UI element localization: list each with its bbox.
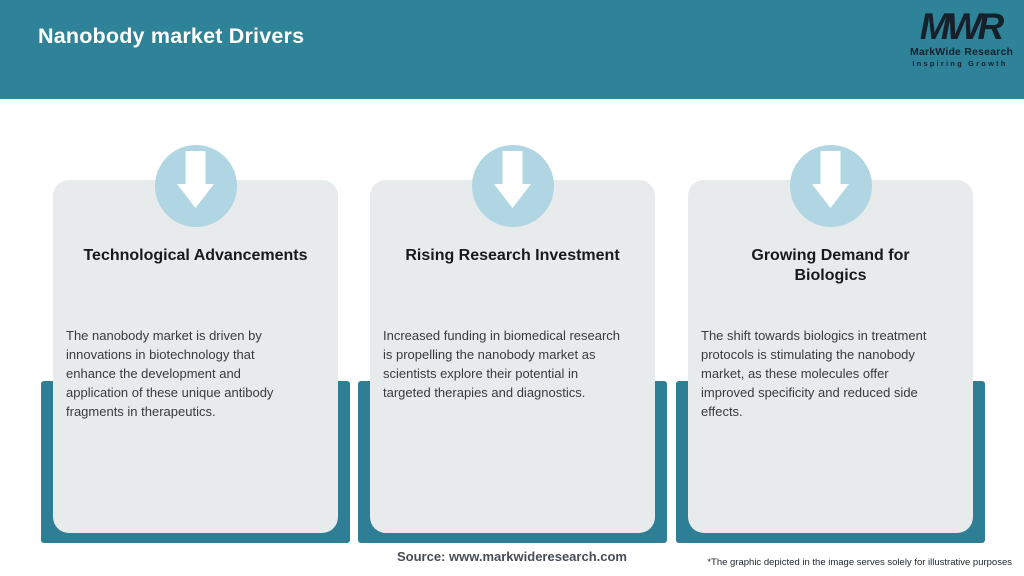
down-arrow-icon <box>494 151 531 208</box>
card-panel: Technological Advancements The nanobody … <box>53 180 338 533</box>
card-panel: Growing Demand for Biologics The shift t… <box>688 180 973 533</box>
driver-card-technological-advancements: Technological Advancements The nanobody … <box>41 143 350 543</box>
brand-logo: MWR MarkWide Research Inspiring Growth <box>910 6 1014 68</box>
disclaimer-text: *The graphic depicted in the image serve… <box>707 557 1012 568</box>
brand-tagline: Inspiring Growth <box>912 59 1008 68</box>
card-title: Rising Research Investment <box>405 247 620 264</box>
card-icon-badge <box>789 145 872 227</box>
header-bar: Nanobody market Drivers MWR MarkWide Res… <box>0 0 1024 99</box>
card-body-text: The shift towards biologics in treatment… <box>701 328 927 419</box>
source-text: Source: www.markwideresearch.com <box>396 549 627 564</box>
page-title: Nanobody market Drivers <box>38 24 305 48</box>
card-body-text: The nanobody market is driven by innovat… <box>66 328 274 419</box>
card-title: Growing Demand for Biologics <box>751 247 910 284</box>
driver-card-growing-demand-for-biologics: Growing Demand for Biologics The shift t… <box>676 143 985 543</box>
card-icon-badge <box>154 145 237 227</box>
driver-card-rising-research-investment: Rising Research Investment Increased fun… <box>358 143 667 543</box>
brand-name: MarkWide Research <box>910 46 1014 58</box>
card-title: Technological Advancements <box>83 247 308 264</box>
down-arrow-icon <box>177 151 214 208</box>
card-icon-badge <box>471 145 554 227</box>
card-body-text: Increased funding in biomedical research… <box>383 328 621 400</box>
brand-monogram: MWR <box>919 6 1004 47</box>
down-arrow-icon <box>812 151 849 208</box>
card-panel: Rising Research Investment Increased fun… <box>370 180 655 533</box>
